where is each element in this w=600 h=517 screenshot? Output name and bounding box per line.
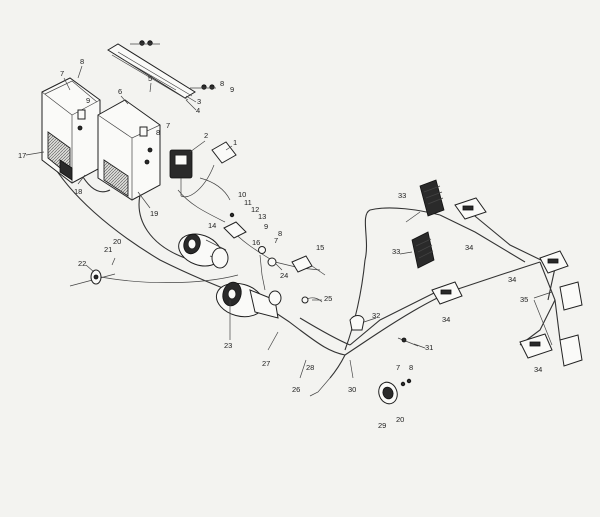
callout-9-relay: 9	[264, 222, 268, 231]
battery-left	[41, 77, 101, 184]
lamp-33-upper	[419, 179, 445, 217]
callout-9-top: 9	[230, 85, 234, 94]
lamp-33-lower	[411, 231, 435, 269]
callout-33-lower: 33	[392, 247, 400, 256]
callout-34-d: 34	[534, 365, 542, 374]
callout-7-battery: 7	[60, 69, 64, 78]
callout-12: 12	[251, 205, 259, 214]
callout-33-upper: 33	[398, 191, 406, 200]
callout-3: 3	[197, 97, 201, 106]
callout-26: 26	[292, 385, 300, 394]
callout-5: 5	[148, 74, 152, 83]
callout-20-rear: 20	[396, 415, 404, 424]
relay-box	[223, 212, 247, 239]
wiring-harness	[49, 159, 561, 379]
hold-down-rail	[107, 40, 216, 101]
callout-8-relay: 8	[278, 229, 282, 238]
callout-2: 2	[204, 131, 208, 140]
battery-right	[97, 99, 161, 201]
callout-34-c: 34	[442, 315, 450, 324]
callout-34-b: 34	[508, 275, 516, 284]
callout-23: 23	[224, 341, 232, 350]
callout-8-top: 8	[220, 79, 224, 88]
callout-15: 15	[316, 243, 324, 252]
connector-25	[301, 296, 323, 304]
callout-4: 4	[196, 106, 200, 115]
regulator-15	[291, 255, 326, 276]
callout-7-rear: 7	[396, 363, 400, 372]
connector-16	[258, 246, 266, 254]
callout-6: 6	[118, 87, 122, 96]
alternator	[178, 233, 229, 269]
plate-35-upper	[559, 281, 583, 311]
leader-lines	[25, 65, 553, 379]
battery-switch	[169, 141, 237, 198]
callout-labels: 1 2 3 4 5 6 7 7 7 7 8 8 8 8 8 9 9 9 10 1…	[18, 57, 542, 430]
callout-7-bracket: 7	[166, 121, 170, 130]
grommet-31	[397, 337, 419, 347]
callout-18: 18	[74, 187, 82, 196]
callout-21: 21	[104, 245, 112, 254]
fuse-24	[267, 257, 277, 267]
ground-strap-22	[69, 269, 116, 287]
callout-8-rear: 8	[409, 363, 413, 372]
callout-8-bracket: 8	[156, 128, 160, 137]
lamp-34-a	[454, 197, 487, 220]
horn-29	[378, 378, 412, 405]
lamp-34-b	[539, 250, 569, 274]
callout-34-a: 34	[465, 243, 473, 252]
callout-24: 24	[280, 271, 288, 280]
starter-motor	[215, 281, 282, 319]
lamp-34-d	[519, 333, 553, 359]
callout-32: 32	[372, 311, 380, 320]
callout-11: 11	[244, 198, 252, 207]
callout-19: 19	[150, 209, 158, 218]
connector-32	[349, 315, 365, 331]
callout-1: 1	[233, 138, 237, 147]
callout-27: 27	[262, 359, 270, 368]
plate-35-lower	[559, 334, 583, 367]
callout-10: 10	[238, 190, 246, 199]
callout-28: 28	[306, 363, 314, 372]
callout-35: 35	[520, 295, 528, 304]
callout-30: 30	[348, 385, 356, 394]
callout-8-battery: 8	[80, 57, 84, 66]
callout-7-relay: 7	[274, 236, 278, 245]
callout-31: 31	[425, 343, 433, 352]
callout-17: 17	[18, 151, 26, 160]
callout-9-battery: 9	[86, 96, 90, 105]
callout-25: 25	[324, 294, 332, 303]
callout-13: 13	[258, 212, 266, 221]
callout-22: 22	[78, 259, 86, 268]
lamp-34-c	[431, 281, 463, 305]
harness-end-28	[309, 377, 331, 397]
callout-20-front: 20	[113, 237, 121, 246]
callout-16: 16	[252, 238, 260, 247]
callout-14: 14	[208, 221, 216, 230]
callout-29: 29	[378, 421, 386, 430]
